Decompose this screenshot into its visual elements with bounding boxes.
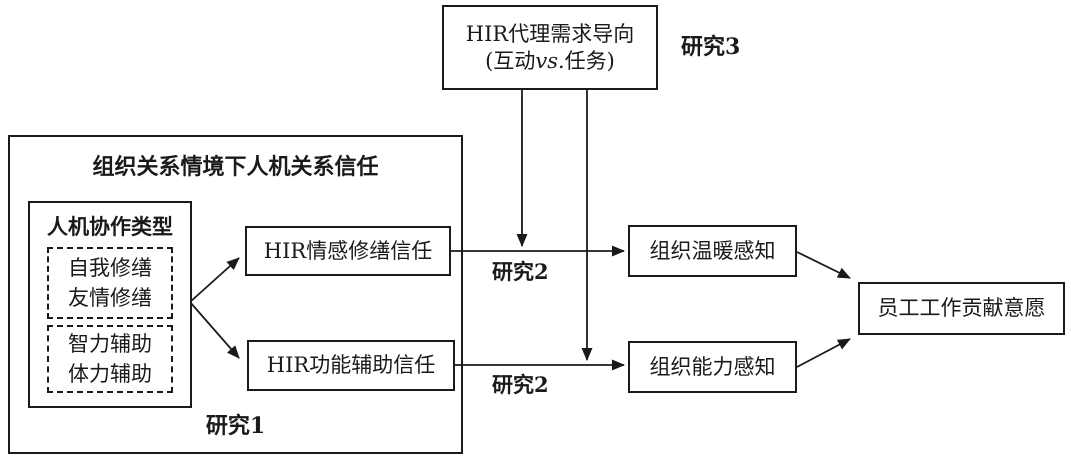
collab-type-title: 人机协作类型 bbox=[47, 214, 173, 239]
arrow-warmth-to-outcome bbox=[796, 251, 851, 279]
assist-group-box: 智力辅助 体力辅助 bbox=[47, 325, 173, 393]
moderator-box: HIR代理需求导向 (互动vs.任务) bbox=[442, 5, 658, 90]
function-trust-box: HIR功能辅助信任 bbox=[247, 340, 455, 391]
trust-context-title: 组织关系情境下人机关系信任 bbox=[92, 154, 379, 180]
moderator-box-line2: (互动vs.任务) bbox=[485, 48, 615, 73]
repair-group-box: 自我修缮 友情修缮 bbox=[47, 247, 173, 319]
collab-type-box: 人机协作类型 自我修缮 友情修缮 智力辅助 体力辅助 bbox=[28, 201, 192, 408]
trust-context-box: 组织关系情境下人机关系信任 人机协作类型 自我修缮 友情修缮 智力辅助 体力辅助… bbox=[8, 135, 463, 454]
emotion-trust-label: HIR情感修缮信任 bbox=[263, 238, 433, 263]
study3-label: 研究3 bbox=[681, 34, 741, 60]
warmth-perception-box: 组织温暖感知 bbox=[628, 225, 797, 277]
arrow-collab-to-emotion-trust bbox=[189, 257, 240, 303]
ability-perception-label: 组织能力感知 bbox=[649, 354, 776, 379]
outcome-box: 员工工作贡献意愿 bbox=[858, 282, 1065, 335]
moderator-box-line1: HIR代理需求导向 bbox=[465, 21, 635, 46]
study1-label: 研究1 bbox=[205, 413, 266, 439]
ability-perception-box: 组织能力感知 bbox=[628, 341, 797, 393]
assist-group-line2: 体力辅助 bbox=[68, 362, 152, 386]
emotion-trust-box: HIR情感修缮信任 bbox=[245, 226, 451, 276]
outcome-label: 员工工作贡献意愿 bbox=[877, 296, 1046, 320]
function-trust-label: HIR功能辅助信任 bbox=[266, 353, 436, 377]
arrow-ability-to-outcome bbox=[796, 338, 851, 368]
repair-group-line2: 友情修缮 bbox=[68, 286, 152, 310]
arrow-collab-to-function-trust bbox=[189, 301, 240, 359]
study2-label-bottom: 研究2 bbox=[492, 372, 549, 397]
warmth-perception-label: 组织温暖感知 bbox=[649, 238, 776, 263]
repair-group-line1: 自我修缮 bbox=[68, 256, 152, 280]
study2-label-top: 研究2 bbox=[492, 259, 549, 284]
assist-group-line1: 智力辅助 bbox=[68, 332, 152, 356]
